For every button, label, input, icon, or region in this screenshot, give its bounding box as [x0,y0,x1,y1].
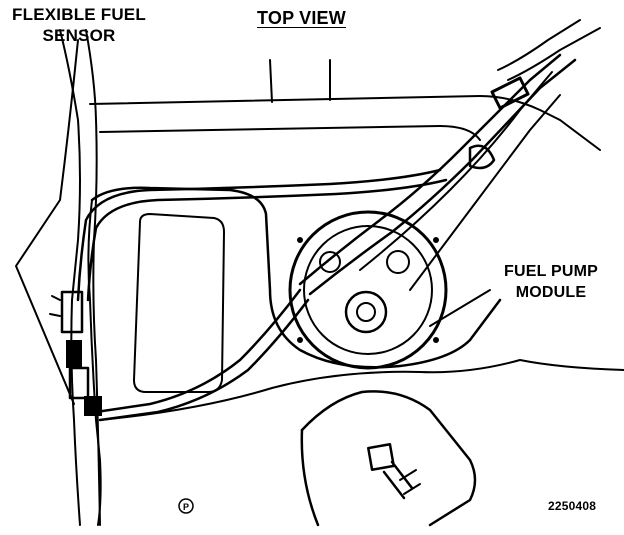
body-frame-line [59,29,81,526]
pump-label-line1: FUEL PUMP [504,263,598,280]
underbody-panel [300,390,477,527]
panel-ledge [99,125,481,141]
fuel-tank-outline [90,186,502,369]
pump-label-line2: MODULE [515,284,587,301]
retaining-ring-bolts [297,237,439,343]
fuel-pump-module-label: FUEL PUMP MODULE [492,261,610,303]
underbody-bolt [367,443,421,500]
sensor-label-line2: SENSOR [42,26,116,45]
underbody-panel-edge [300,428,320,527]
top-view-title: TOP VIEW [257,8,346,28]
fuel-line-bundle [298,19,601,296]
figure-code: 2250408 [548,499,597,513]
fuel-pump-connector-right [386,250,410,274]
lower-left-line [95,419,102,526]
fuel-pump-module-ring [288,210,448,370]
tank-recess-panel [133,213,225,393]
circled-p-icon: P [178,498,194,514]
sensor-label-line1: FLEXIBLE FUEL [12,5,146,24]
right-body-line [519,359,624,371]
grommet [468,144,496,170]
line-clip [490,76,530,110]
fuel-tank-left-wall [87,199,97,421]
flexible-fuel-sensor [49,290,102,416]
pump-leader-line [429,289,491,327]
svg-text:P: P [183,502,189,512]
fuel-pump-outlet-fitting [344,290,388,334]
fuel-pump-outlet-center [356,302,376,322]
fuel-lines-to-sensor [76,168,448,422]
fuel-pump-module-inner-ring [303,225,433,355]
sensor-leader-line [15,39,79,405]
fuel-tank-bottom-edge [99,359,521,421]
flexible-fuel-sensor-label: FLEXIBLE FUEL SENSOR [4,4,154,46]
top-panel-seam-left [269,59,273,103]
top-panel-edge [89,95,561,121]
right-upper-line [559,119,601,151]
fuel-pump-connector-left [319,251,341,273]
